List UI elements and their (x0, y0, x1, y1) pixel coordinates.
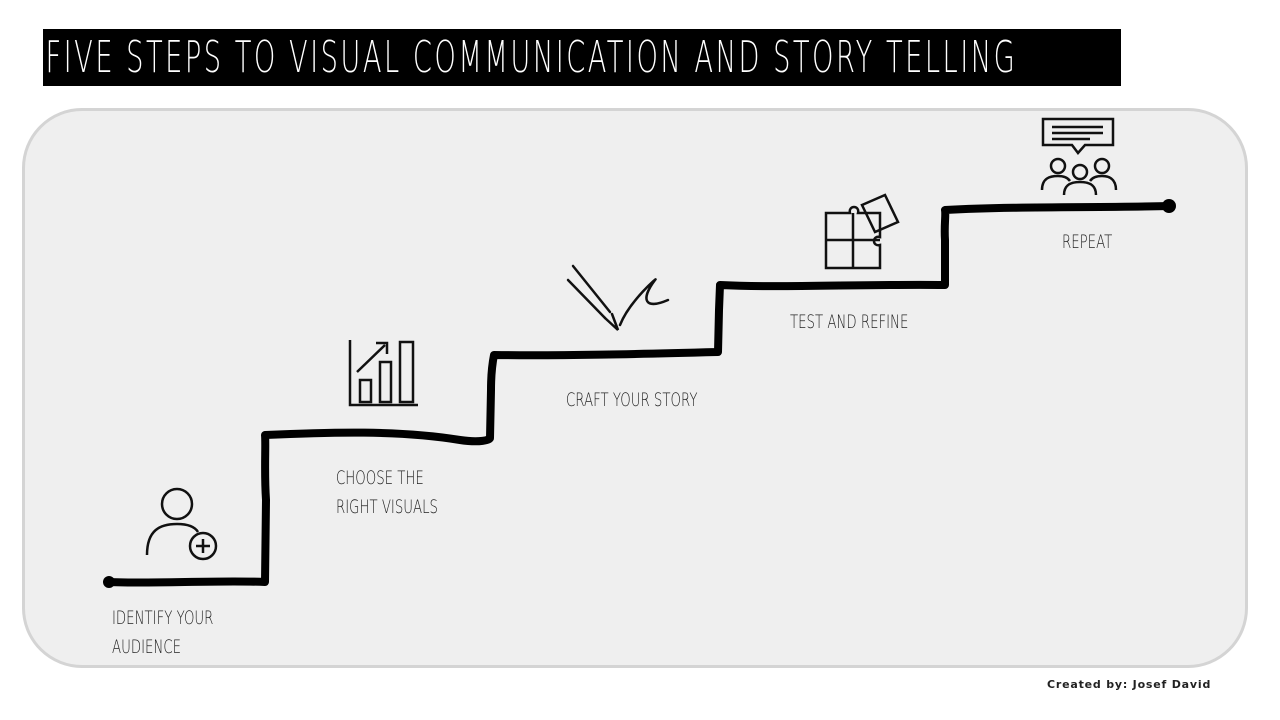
bar-chart-growth-icon (348, 340, 418, 407)
step-5-label: REPEAT (1062, 231, 1113, 253)
user-add-icon (145, 487, 218, 561)
pen-writing-icon (566, 264, 670, 331)
diagram-board (22, 108, 1248, 668)
end-dot (1162, 199, 1176, 213)
credit-text: Created by: Josef David (1047, 678, 1212, 691)
step-3-label: CRAFT YOUR STORY (566, 389, 698, 411)
staircase-line (104, 202, 1174, 587)
puzzle-icon (824, 193, 900, 270)
audience-speech-icon (1040, 117, 1118, 196)
start-dot (103, 576, 115, 588)
page-title: FIVE STEPS TO VISUAL COMMUNICATION AND S… (43, 29, 1121, 86)
step-4-label: TEST AND REFINE (790, 311, 909, 333)
